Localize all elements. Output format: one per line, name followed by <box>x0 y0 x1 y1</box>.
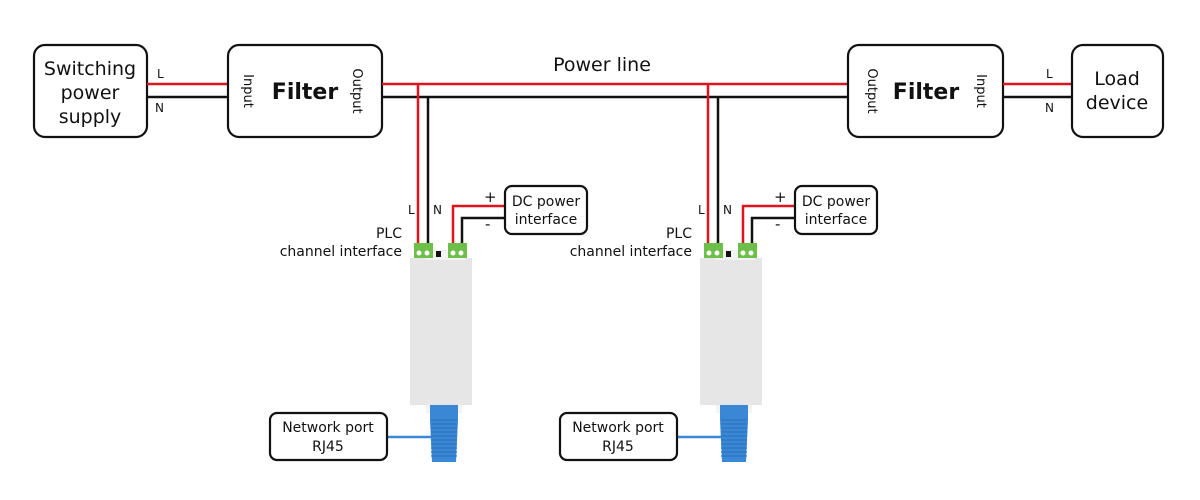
network-label-2: RJ45 <box>602 439 634 455</box>
rj45-connector <box>430 405 458 462</box>
terminal-screw <box>416 250 422 256</box>
dc-plus-wire <box>451 204 505 250</box>
indicator-led <box>436 251 441 257</box>
plc-terminal <box>704 243 723 258</box>
indicator-led <box>726 251 731 257</box>
label-n: N <box>723 203 732 217</box>
module-top <box>715 250 755 260</box>
terminal-screw <box>450 250 456 256</box>
plus-label: + <box>484 188 497 206</box>
terminal-screw <box>740 250 746 256</box>
load-label-2: device <box>1086 92 1148 114</box>
source-label-1: Switching <box>44 58 136 80</box>
source-label-2: power <box>61 82 120 104</box>
minus-label: - <box>775 215 780 233</box>
module-top <box>425 250 465 260</box>
load-label-1: Load <box>1094 68 1140 90</box>
dc-label-2: interface <box>805 212 867 228</box>
plc-label-2: channel interface <box>570 244 692 260</box>
terminal-screw <box>714 250 720 256</box>
filter-right-input: Input <box>973 74 988 108</box>
dc-label-2: interface <box>515 212 577 228</box>
filter-left-input: Input <box>240 74 255 108</box>
source-label-3: supply <box>59 106 122 128</box>
plc-label-2: channel interface <box>280 244 402 260</box>
label-n: N <box>433 203 442 217</box>
network-port-box <box>268 411 389 462</box>
plc-module-body <box>410 258 472 405</box>
label-l-left: L <box>157 67 164 81</box>
terminal-screw <box>458 250 464 256</box>
network-label-1: Network port <box>572 420 664 436</box>
terminal-screw <box>706 250 712 256</box>
filter-right-name: Filter <box>893 80 960 105</box>
terminal-screw <box>748 250 754 256</box>
rj45-connector <box>720 405 748 462</box>
dc-terminal <box>738 243 757 258</box>
power-line-title: Power line <box>553 54 651 76</box>
switching-power-supply: Switching power supply <box>32 43 149 139</box>
network-label-1: Network port <box>282 420 374 436</box>
label-l: L <box>408 203 415 217</box>
dc-minus-wire <box>460 216 505 250</box>
dc-terminal <box>448 243 467 258</box>
filter-left-name: Filter <box>272 80 339 105</box>
label-l-right: L <box>1046 67 1053 81</box>
label-n-left: N <box>155 101 164 115</box>
filter-right-output: Output <box>864 68 879 113</box>
filter-left-output: Output <box>349 68 364 113</box>
minus-label: - <box>485 215 490 233</box>
plc-label-1: PLC <box>376 226 402 242</box>
terminal-screw <box>424 250 430 256</box>
label-l: L <box>698 203 705 217</box>
dc-plus-wire <box>741 204 795 250</box>
plc-module-body <box>700 258 762 405</box>
dc-label-1: DC power <box>802 194 871 210</box>
plc-terminal <box>414 243 433 258</box>
plus-label: + <box>774 188 787 206</box>
load-device: Load device <box>1070 43 1165 139</box>
dc-power-interface-box <box>793 184 879 236</box>
dc-power-interface-box <box>503 184 589 236</box>
network-label-2: RJ45 <box>312 439 344 455</box>
dc-label-1: DC power <box>512 194 581 210</box>
filter-right: Filter Output Input <box>846 43 1005 139</box>
filter-left: Filter Input Output <box>226 43 384 139</box>
dc-minus-wire <box>750 216 795 250</box>
plc-label-1: PLC <box>666 226 692 242</box>
network-port-box <box>558 411 679 462</box>
label-n-right: N <box>1045 101 1054 115</box>
